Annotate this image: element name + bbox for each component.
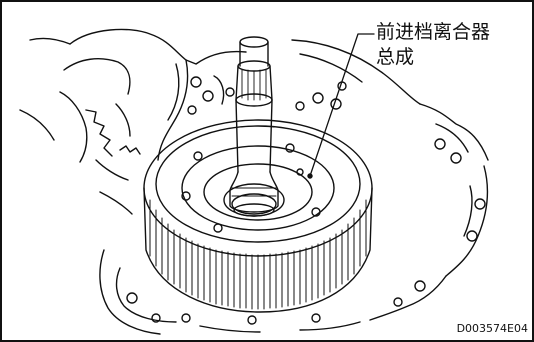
- clutch-drum: [143, 119, 373, 313]
- callout-label: 前进档离合器 总成: [376, 20, 490, 70]
- callout-leader-line: [309, 33, 375, 177]
- figure-code: D003574E04: [456, 322, 528, 335]
- input-shaft: [229, 36, 279, 217]
- callout-label-line-1: 前进档离合器: [376, 21, 491, 43]
- callout-label-line-2: 总成: [376, 46, 415, 68]
- transmission-case: [19, 28, 489, 335]
